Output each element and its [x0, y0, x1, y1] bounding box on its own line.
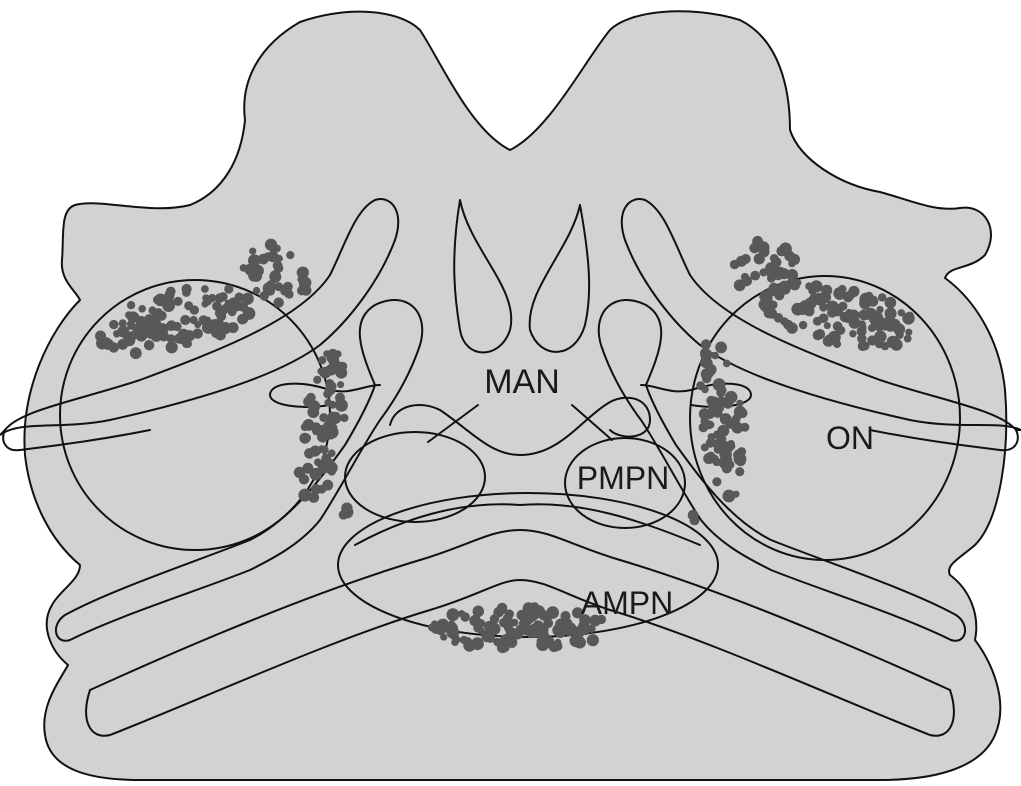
label-ampn: AMPN [581, 585, 673, 621]
label-man: MAN [484, 363, 560, 401]
label-pmpn: PMPN [577, 460, 669, 496]
label-on: ON [826, 420, 874, 456]
